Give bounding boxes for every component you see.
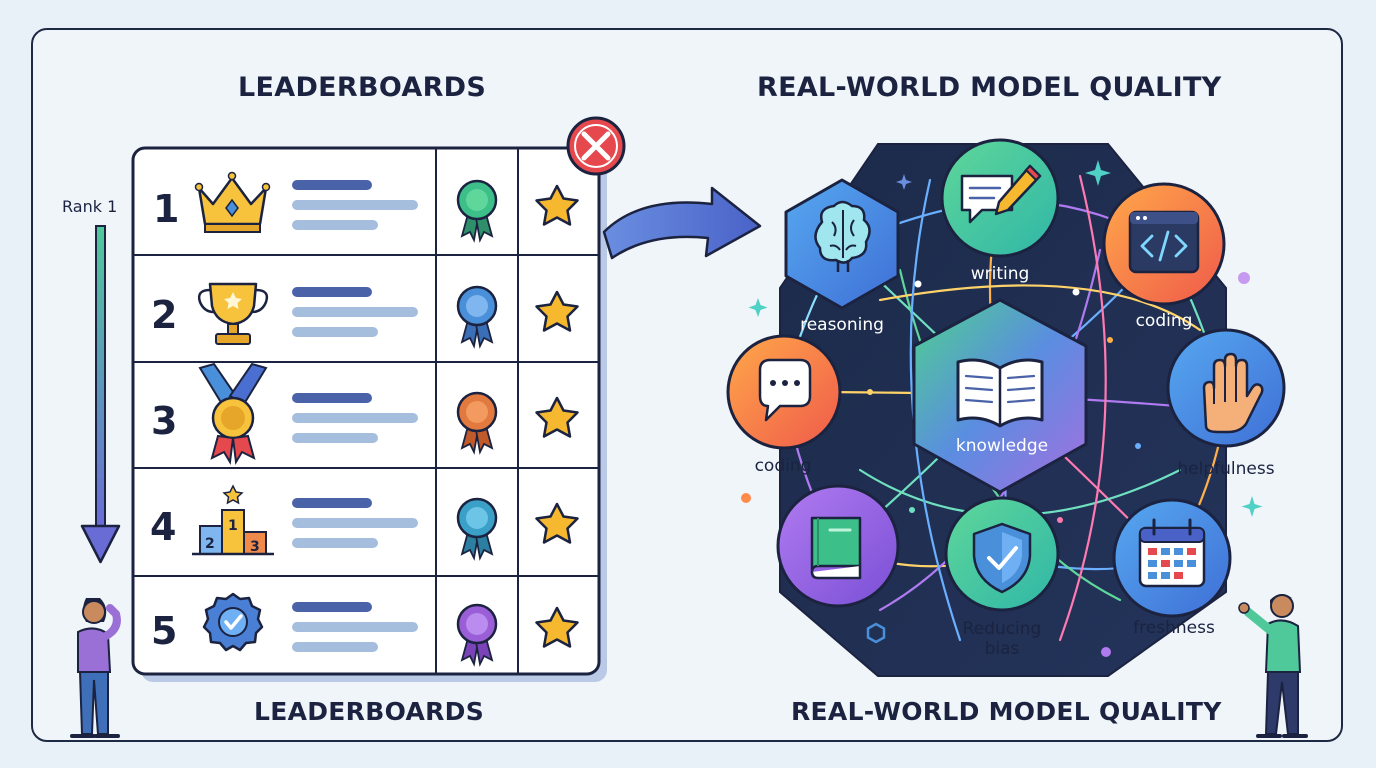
node-label: coding [1136, 311, 1193, 331]
node-label: freshness [1133, 618, 1215, 638]
ribbon-icon [456, 285, 498, 349]
node-label: writing [971, 264, 1030, 284]
leaderboards-title-bottom: LEADERBOARDS [254, 697, 485, 726]
reducing-bias-node [944, 496, 1060, 612]
ribbon-icon [456, 391, 498, 455]
medal-icon [198, 362, 268, 465]
ribbon-icon [456, 179, 498, 243]
writing-node [940, 138, 1060, 258]
freshness-node [1112, 498, 1232, 618]
center-node-label: knowledge [956, 436, 1048, 456]
rank-direction-arrow [80, 225, 121, 564]
hand-icon [1202, 352, 1264, 434]
rank-1-label: Rank 1 [62, 197, 118, 216]
code-window-icon [1128, 210, 1200, 274]
crown-icon [194, 171, 271, 233]
rank-number: 3 [151, 399, 177, 443]
brain-icon [814, 200, 871, 272]
close-icon [566, 116, 626, 176]
quality-title-top: REAL-WORLD MODEL QUALITY [757, 72, 1222, 103]
network-dots [867, 280, 1183, 523]
node-label: helpfulness [1177, 459, 1274, 479]
chat-node [726, 334, 842, 450]
open-book-icon [956, 358, 1044, 428]
node-label: Reducing [963, 619, 1042, 639]
star-icon [535, 184, 579, 226]
ribbon-icon [456, 497, 498, 561]
chat-bubble-icon [758, 358, 812, 422]
node-label: reasoning [800, 315, 884, 335]
rank-number: 1 [153, 187, 179, 231]
pencil-note-icon [960, 164, 1042, 224]
podium-icon: 2 1 3 [192, 484, 274, 556]
ribbon-icon [456, 603, 498, 667]
rank-number: 2 [151, 293, 177, 337]
star-icon [535, 606, 579, 648]
star-icon [535, 502, 579, 544]
row-text-bars [292, 180, 418, 652]
star-icon [535, 290, 579, 332]
badge-check-icon [202, 592, 264, 652]
podium-label: 2 [205, 536, 215, 552]
coding-node [1102, 182, 1226, 306]
rank-number: 4 [150, 505, 176, 549]
person-pointing-icon [1238, 594, 1308, 738]
quality-title-bottom: REAL-WORLD MODEL QUALITY [791, 697, 1222, 726]
rank-number: 5 [151, 609, 177, 653]
book-icon [810, 516, 862, 580]
calendar-icon [1138, 518, 1206, 588]
book-node [776, 484, 900, 608]
podium-label: 3 [250, 539, 260, 555]
shield-check-icon [972, 522, 1032, 594]
helpfulness-node [1166, 328, 1286, 448]
star-icon [535, 396, 579, 438]
node-label: coding [755, 456, 812, 476]
person-thinking-icon [70, 598, 121, 738]
node-label-line2: bias [985, 639, 1020, 659]
reasoning-node [784, 178, 900, 310]
transition-arrow [602, 186, 762, 260]
podium-label: 1 [228, 518, 238, 534]
leaderboards-title-top: LEADERBOARDS [238, 72, 487, 103]
trophy-icon [197, 282, 269, 345]
